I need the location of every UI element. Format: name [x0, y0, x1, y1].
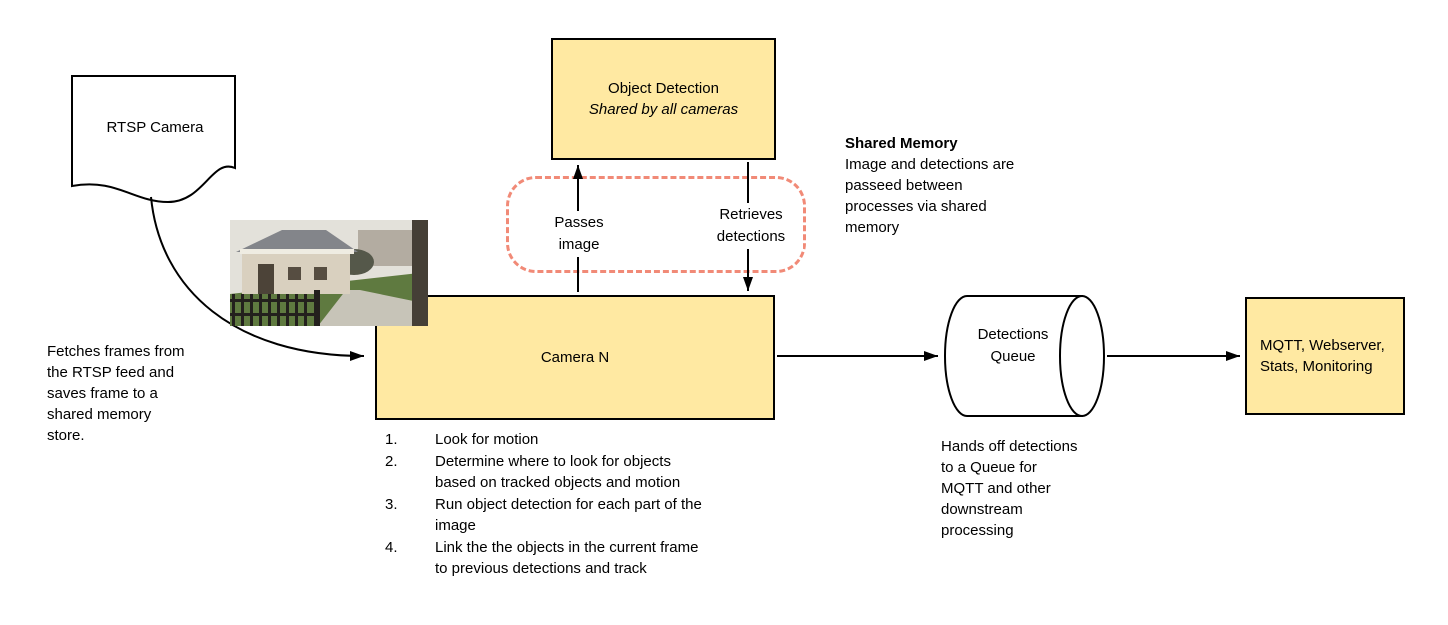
- retrieves-detections-label: Retrieves detections: [699, 203, 803, 249]
- step-number: 3.: [385, 495, 398, 513]
- passes-image-label: Passes image: [541, 211, 617, 257]
- camera-snapshot-image: [230, 220, 428, 326]
- snapshot-fence: [230, 290, 320, 326]
- outputs-node: MQTT, Webserver, Stats, Monitoring: [1245, 297, 1405, 415]
- outputs-label: MQTT, Webserver, Stats, Monitoring: [1260, 337, 1385, 375]
- camera-steps-list: 1. Look for motion 2. Determine where to…: [385, 429, 785, 580]
- snapshot-window: [288, 267, 301, 280]
- camera-step-4: 4. Link the the objects in the current f…: [385, 537, 785, 580]
- detections-queue-label: Detections Queue: [977, 326, 1049, 365]
- rtsp-camera-shape: [71, 75, 236, 204]
- snapshot-eave: [240, 249, 354, 254]
- step-number: 2.: [385, 452, 398, 470]
- step-text: Run object detection for each part of th…: [435, 495, 702, 535]
- step-text: Look for motion: [435, 431, 539, 448]
- step-number: 1.: [385, 431, 398, 448]
- step-text: Link the the objects in the current fram…: [435, 538, 699, 578]
- object-detection-title: Object Detection: [608, 80, 719, 97]
- camera-n-node: Camera N: [375, 295, 775, 420]
- object-detection-node: Object Detection Shared by all cameras: [551, 38, 776, 160]
- camera-snapshot: [230, 220, 428, 326]
- step-text: Determine where to look for objects base…: [435, 452, 681, 492]
- step-number: 4.: [385, 538, 398, 556]
- shared-memory-note-body: Image and detections are passeed between…: [845, 156, 1015, 236]
- camera-step-2: 2. Determine where to look for objects b…: [385, 451, 785, 494]
- object-detection-subtitle: Shared by all cameras: [588, 101, 739, 118]
- shared-memory-note-title: Shared Memory: [845, 135, 958, 152]
- rtsp-camera-label: RTSP Camera: [106, 119, 204, 136]
- snapshot-roof: [236, 230, 358, 252]
- snapshot-window-2: [314, 267, 327, 280]
- fetch-frames-note: Fetches frames from the RTSP feed and sa…: [47, 343, 185, 444]
- snapshot-sidewalk: [318, 290, 428, 326]
- detections-queue-end-cap: [1059, 295, 1105, 417]
- snapshot-door: [258, 264, 274, 294]
- shared-memory-note: Shared Memory Image and detections are p…: [845, 133, 1065, 238]
- arrow-rtsp-to-camera: [150, 196, 365, 361]
- queue-handoff-note: Hands off detections to a Queue for MQTT…: [941, 438, 1078, 539]
- shared-memory-region: [506, 176, 806, 273]
- detections-queue-shape: [944, 295, 1083, 417]
- camera-step-1: 1. Look for motion: [385, 429, 785, 451]
- camera-n-label: Camera N: [540, 349, 610, 366]
- snapshot-porch-post: [412, 220, 428, 326]
- camera-step-3: 3. Run object detection for each part of…: [385, 494, 785, 537]
